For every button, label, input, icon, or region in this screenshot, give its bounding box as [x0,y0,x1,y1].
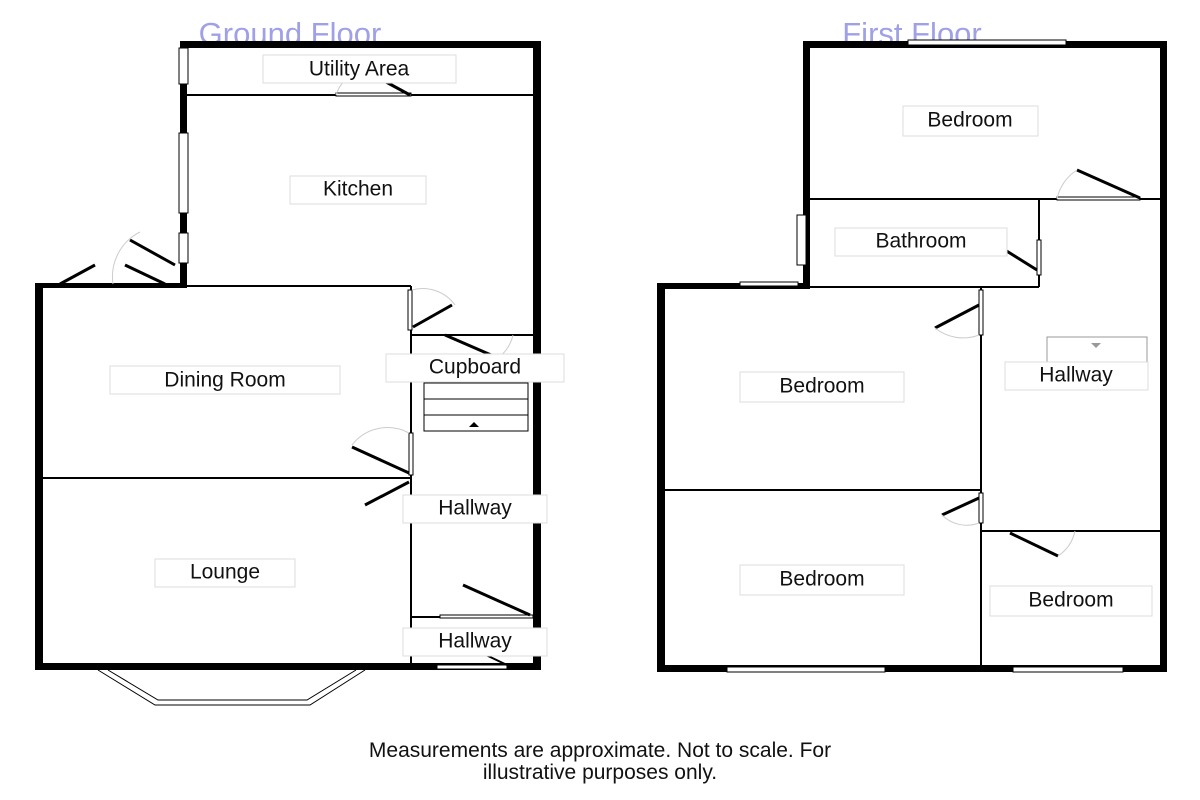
window [796,214,807,266]
window [907,39,1067,46]
room-label-bedroom-top: Bedroom [927,109,1012,132]
room-label-bedroom-small: Bedroom [1028,589,1113,612]
door [59,231,176,286]
stairs [1046,336,1148,364]
stairs [423,382,529,432]
disclaimer-line-2: illustrative purposes only. [483,761,717,784]
bay-window [97,669,366,706]
door [351,427,414,507]
window [178,47,189,85]
room-label-dining-room: Dining Room [164,369,285,392]
door [1056,168,1141,201]
room-label-hallway: Hallway [438,497,512,520]
door [1004,239,1042,276]
room-label-bedroom-middle: Bedroom [779,375,864,398]
ground-floor-plan: Utility Area Kitchen Dining Room Cupboar… [35,41,565,706]
disclaimer-line-1: Measurements are approximate. Not to sca… [369,739,831,762]
window [726,666,886,673]
stairs-down-arrow-icon [1091,343,1101,348]
stairs-up-arrow-icon [469,422,479,427]
room-label-bedroom-bottom: Bedroom [779,568,864,591]
room-label-cupboard: Cupboard [429,356,521,379]
room-label-lounge: Lounge [190,561,260,584]
room-label-utility-area: Utility Area [309,58,410,81]
window [178,132,189,214]
room-label-hallway-landing: Hallway [1039,364,1113,387]
room-label-kitchen: Kitchen [323,178,393,201]
door [934,289,984,339]
door [407,288,456,331]
door [1009,530,1076,558]
room-label-bathroom: Bathroom [875,230,966,253]
room-label-hallway-entrance: Hallway [438,630,512,653]
first-floor-plan: Bedroom Bathroom Hallway Bedroom Bedroom… [657,39,1167,673]
door [941,492,984,526]
